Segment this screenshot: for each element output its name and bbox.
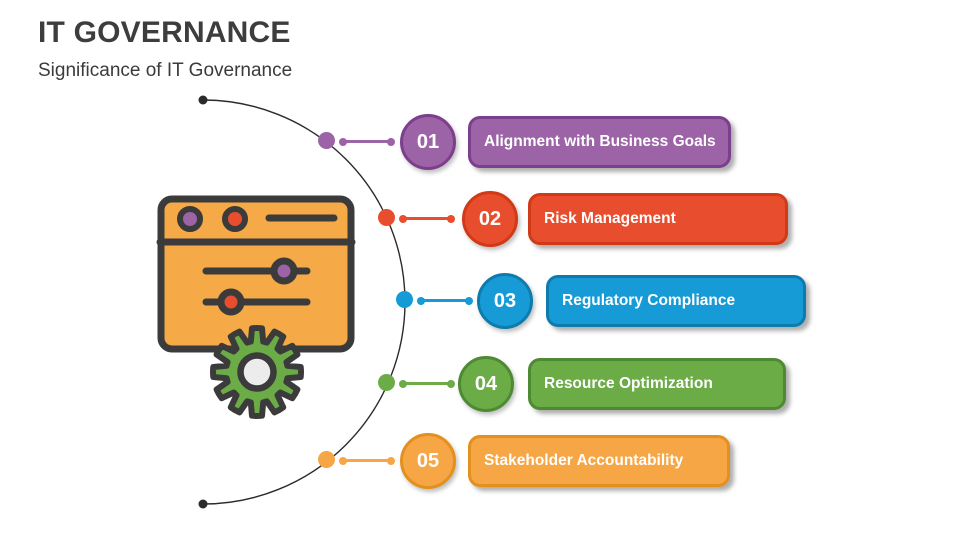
item-label-bar: Risk Management xyxy=(528,193,788,245)
step-number-badge: 02 xyxy=(462,191,518,247)
arc-curve xyxy=(202,99,406,505)
arc-end-dot xyxy=(198,499,208,509)
item-label: Stakeholder Accountability xyxy=(484,452,684,469)
step-number: 04 xyxy=(474,372,498,395)
gear-icon-path xyxy=(210,325,304,419)
connector-line xyxy=(339,137,395,146)
step-number: 05 xyxy=(416,449,440,472)
step-number-badge: 01 xyxy=(400,114,456,170)
item-label-bar: Resource Optimization xyxy=(528,358,786,410)
arc-node-dot xyxy=(396,291,413,308)
connector-line xyxy=(399,379,455,388)
step-number: 01 xyxy=(416,130,440,153)
window-header-dot-red xyxy=(222,206,248,232)
arc-node-dot xyxy=(318,451,335,468)
arc-node-dot xyxy=(378,374,395,391)
page-title: IT GOVERNANCE xyxy=(38,16,291,49)
connector-line xyxy=(339,456,395,465)
window-header-dot-purple xyxy=(177,206,203,232)
arc-node-dot xyxy=(318,132,335,149)
arc-start-dot xyxy=(198,95,208,105)
connector-line xyxy=(399,214,455,223)
window-frame xyxy=(157,195,355,353)
gear-icon xyxy=(210,325,304,419)
step-number-badge: 03 xyxy=(477,273,533,329)
connector-line xyxy=(417,296,473,305)
slider-knob-red xyxy=(217,288,245,316)
dashboard-window-icon xyxy=(156,195,356,353)
item-label: Regulatory Compliance xyxy=(562,292,736,309)
step-number: 02 xyxy=(478,207,502,230)
step-number-badge: 05 xyxy=(400,433,456,489)
step-number-badge: 04 xyxy=(458,356,514,412)
item-label-bar: Regulatory Compliance xyxy=(546,275,806,327)
page-subtitle: Significance of IT Governance xyxy=(38,60,293,81)
gear-center-hole xyxy=(237,352,277,392)
item-label-bar: Stakeholder Accountability xyxy=(468,435,730,487)
item-label: Risk Management xyxy=(544,210,676,227)
item-label: Alignment with Business Goals xyxy=(484,133,716,150)
step-number: 03 xyxy=(493,289,517,312)
slider-knob-purple xyxy=(270,257,298,285)
item-label: Resource Optimization xyxy=(544,375,713,392)
arc-node-dot xyxy=(378,209,395,226)
item-label-bar: Alignment with Business Goals xyxy=(468,116,731,168)
